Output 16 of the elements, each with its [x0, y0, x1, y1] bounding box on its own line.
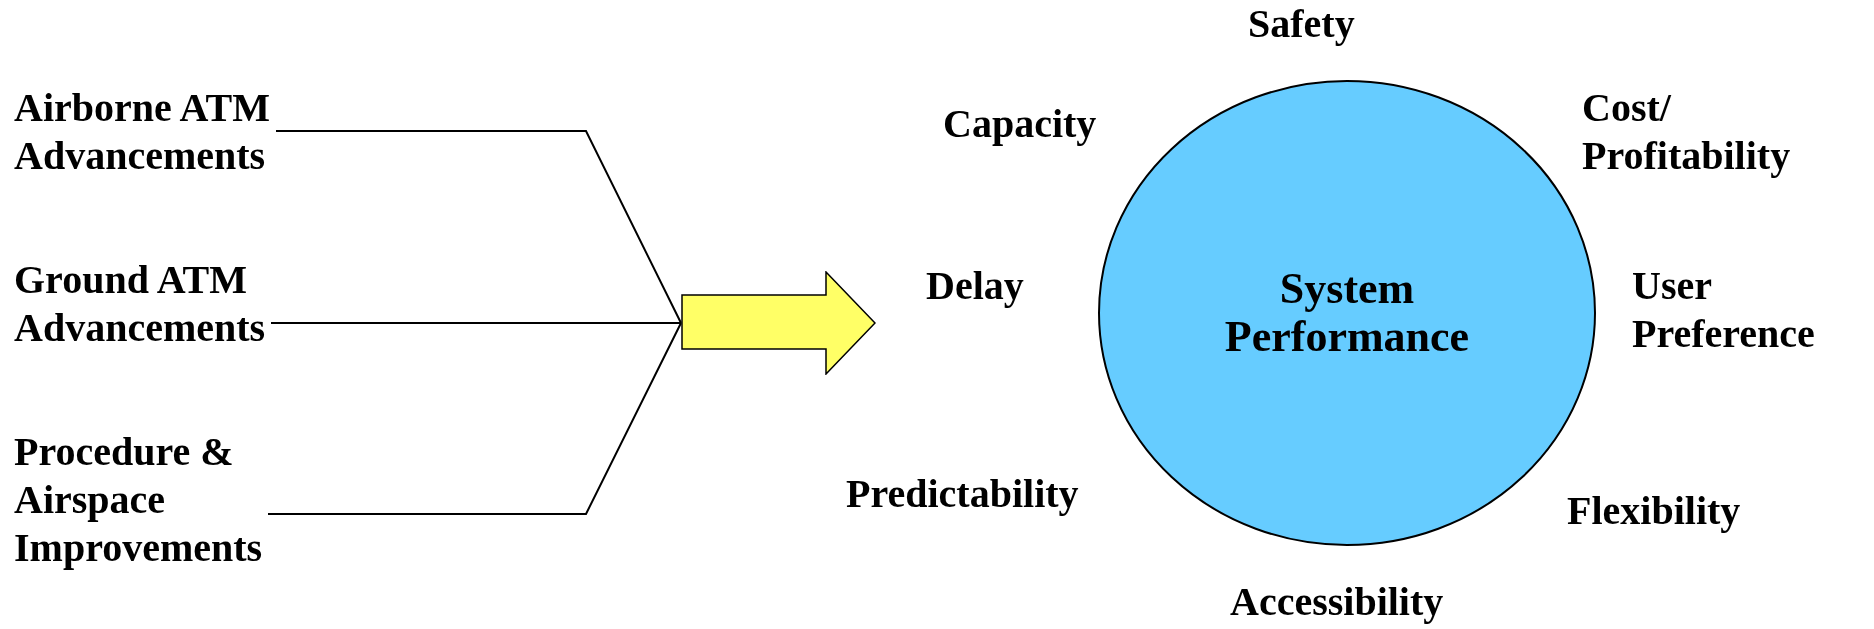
block-arrow — [681, 271, 876, 375]
performance-factor: Capacity — [943, 100, 1097, 148]
performance-factor: Predictability — [846, 470, 1079, 518]
source-label: Airborne ATM Advancements — [14, 84, 410, 184]
connector-line — [275, 130, 682, 324]
connector-line — [270, 322, 682, 324]
source-label: Ground ATM Advancements — [14, 256, 410, 356]
performance-factor: Safety — [1248, 0, 1355, 48]
performance-factor: Flexibility — [1567, 487, 1741, 535]
source-label: Procedure & Airspace Improvements — [14, 428, 410, 578]
performance-factor: Delay — [926, 262, 1024, 310]
connector-line — [267, 322, 682, 515]
performance-factor: Accessibility — [1230, 578, 1444, 626]
performance-factor: Cost/ Profitability — [1582, 84, 1792, 180]
performance-factor: User Preference — [1632, 262, 1816, 358]
circle-title: System Performance — [1223, 265, 1471, 361]
